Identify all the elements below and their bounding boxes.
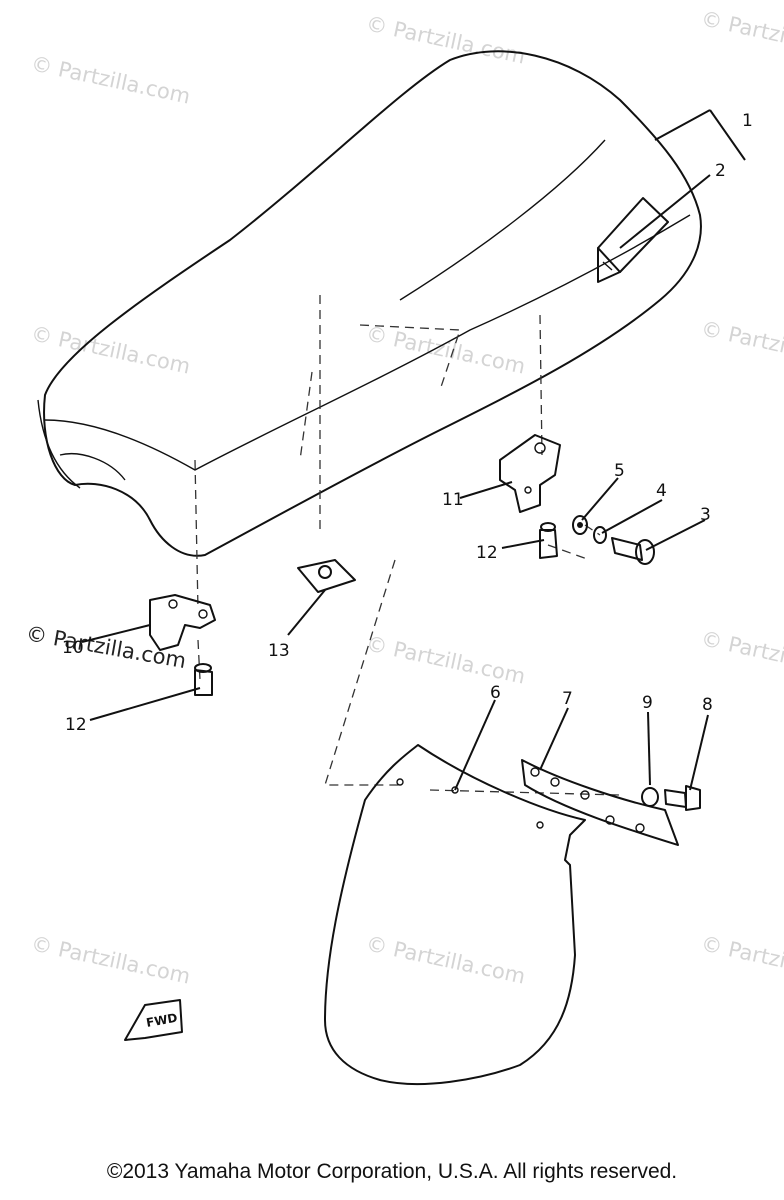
watermark: © Partzilla.com <box>699 931 784 988</box>
watermark-layer: © Partzilla.com © Partzilla.com © Partzi… <box>24 6 784 988</box>
washer-part-9[interactable] <box>641 787 659 807</box>
watermark: © Partzilla.com <box>699 6 784 63</box>
callout-12-right[interactable]: 12 <box>476 543 498 563</box>
callout-13[interactable]: 13 <box>268 641 290 661</box>
clip-nut-part-13[interactable] <box>297 559 356 593</box>
watermark-dark: © Partzilla.com <box>24 621 188 673</box>
seat-bracket-part-10[interactable] <box>149 594 216 651</box>
copyright-notice: ©2013 Yamaha Motor Corporation, U.S.A. A… <box>106 1160 678 1183</box>
watermark: © Partzilla.com <box>29 321 193 378</box>
callout-7[interactable]: 7 <box>562 689 573 709</box>
watermark: © Partzilla.com <box>29 51 193 108</box>
watermark: © Partzilla.com <box>699 626 784 683</box>
fwd-label: FWD <box>145 1011 178 1030</box>
lock-washer-part-4[interactable] <box>593 526 607 544</box>
callout-5[interactable]: 5 <box>614 461 625 481</box>
callout-6[interactable]: 6 <box>490 683 501 703</box>
washer-part-5[interactable] <box>572 515 588 535</box>
callout-10[interactable]: 10 <box>62 638 84 658</box>
callout-9[interactable]: 9 <box>642 693 653 713</box>
callout-4[interactable]: 4 <box>656 481 667 501</box>
seat-label-part-2[interactable] <box>597 197 669 283</box>
watermark: © Partzilla.com <box>364 631 528 688</box>
callout-1[interactable]: 1 <box>742 111 753 131</box>
bolt-part-3[interactable] <box>611 537 655 565</box>
leader-lines <box>81 109 746 791</box>
fwd-direction-sticker: FWD <box>124 999 183 1041</box>
watermark: © Partzilla.com <box>29 931 193 988</box>
watermark: © Partzilla.com <box>364 931 528 988</box>
nut-part-12-right[interactable] <box>539 522 558 559</box>
callout-3[interactable]: 3 <box>700 505 711 525</box>
bolt-part-8[interactable] <box>664 785 701 811</box>
rear-fender-part-6[interactable] <box>324 744 586 1085</box>
watermark: © Partzilla.com <box>364 321 528 378</box>
fender-bracket-part-7[interactable] <box>521 759 679 846</box>
watermark: © Partzilla.com <box>364 11 528 68</box>
callout-12-left[interactable]: 12 <box>65 715 87 735</box>
callout-numbers: 1 2 3 4 5 6 7 8 9 10 11 12 12 13 <box>62 111 753 735</box>
watermark: © Partzilla.com <box>699 316 784 373</box>
nut-part-12-left[interactable] <box>194 663 213 696</box>
seat-bracket-part-11[interactable] <box>499 434 561 513</box>
callout-8[interactable]: 8 <box>702 695 713 715</box>
seat-part-1[interactable] <box>37 50 702 557</box>
callout-11[interactable]: 11 <box>442 490 464 510</box>
callout-2[interactable]: 2 <box>715 161 726 181</box>
